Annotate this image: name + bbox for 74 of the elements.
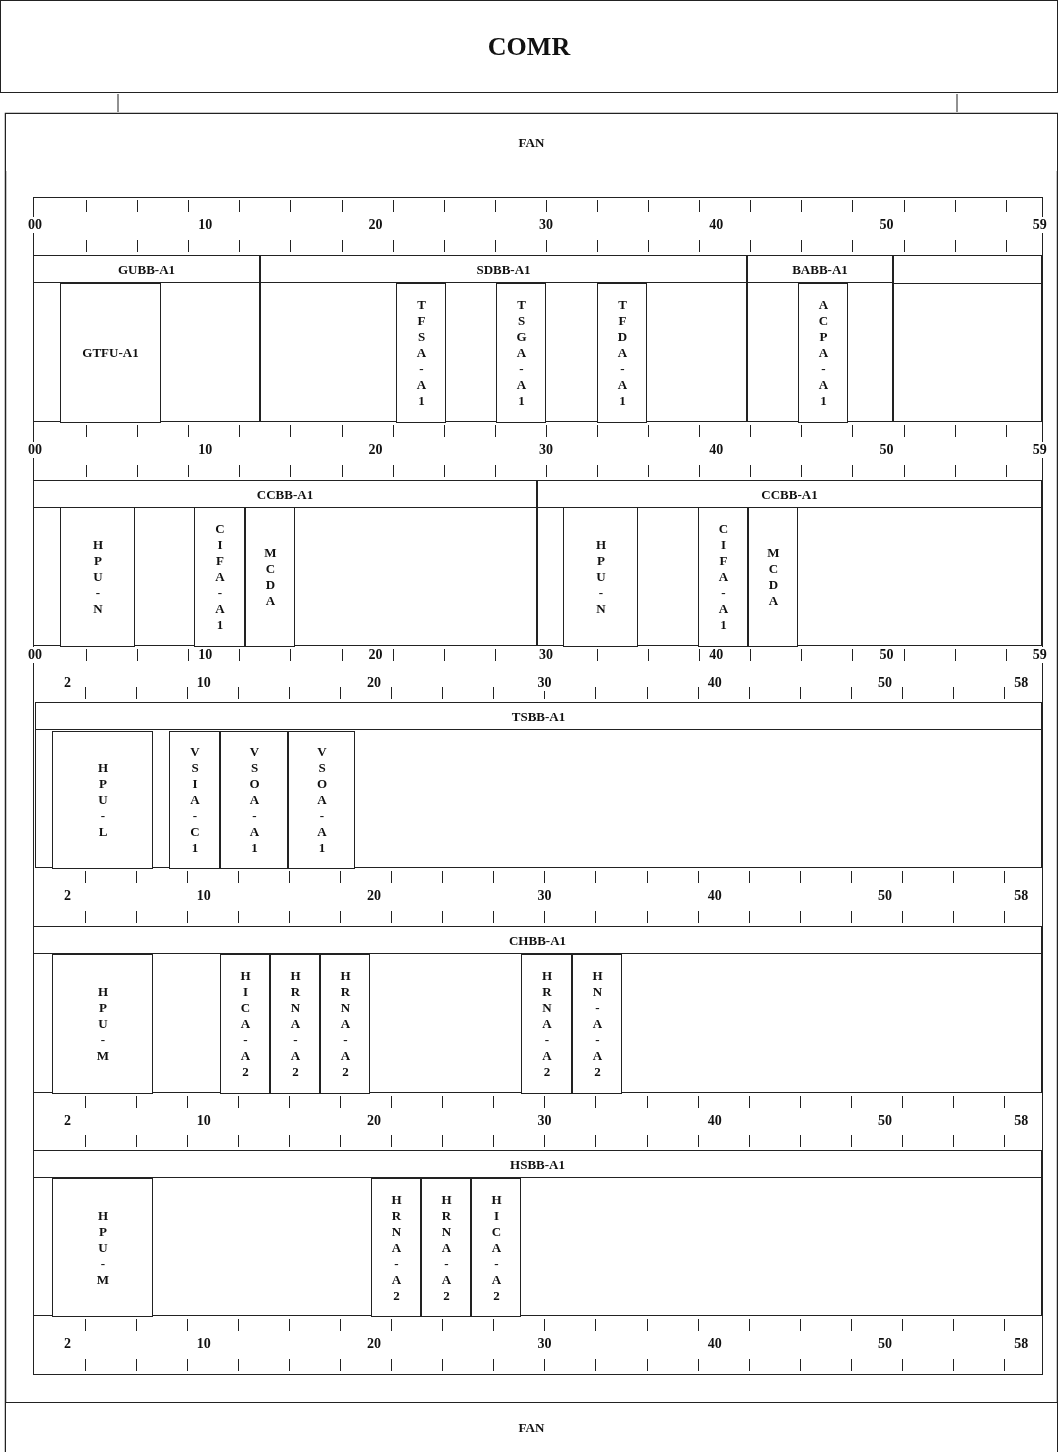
board-slot (496, 283, 546, 423)
board-label: HPU-M (94, 984, 111, 1064)
board-slot (52, 731, 153, 869)
board-slot (748, 507, 798, 647)
board-slot (288, 731, 355, 869)
board-label: HRNA-A2 (388, 1191, 404, 1304)
board-slot (421, 1178, 471, 1317)
empty-subrack (893, 255, 1042, 422)
slot-number: 59 (1030, 442, 1049, 458)
subrack (33, 1150, 1042, 1316)
board-slot (270, 954, 320, 1094)
board-label: HRNA-A2 (337, 968, 353, 1080)
board-label: TFSA-A1 (413, 297, 429, 409)
board-label: GTFU-A1 (82, 345, 139, 361)
board-label: TSGA-A1 (513, 297, 529, 409)
board-slot (471, 1178, 521, 1317)
board-slot (798, 283, 848, 423)
board-slot (597, 283, 647, 423)
board-slot (521, 954, 572, 1094)
board-slot (396, 283, 446, 423)
board-label: HICA-A2 (488, 1191, 504, 1304)
subrack (33, 255, 260, 422)
board-slot (220, 731, 288, 869)
board-label: CIFA-A1 (211, 521, 228, 633)
slot-number: 30 (535, 675, 554, 691)
board-label: HRNA-A2 (438, 1191, 454, 1304)
fan-label: FAN (518, 1419, 545, 1436)
subrack (35, 702, 1042, 868)
fan-band (5, 1402, 1058, 1452)
board-slot (52, 954, 153, 1094)
fan-band (5, 113, 1058, 171)
board-label: HPU-L (94, 760, 111, 840)
board-slot (169, 731, 220, 869)
subrack (260, 255, 747, 422)
board-slot (60, 283, 161, 423)
board-slot (698, 507, 748, 647)
slot-number: 59 (1030, 647, 1049, 663)
cabinet-title: COMR (487, 31, 571, 62)
subrack (33, 480, 537, 646)
slot-number: 30 (536, 647, 555, 663)
board-label: VSIA-C1 (186, 744, 203, 856)
cabinet-title-box (0, 0, 1058, 93)
board-slot (371, 1178, 421, 1317)
board-label: MCDA (765, 545, 781, 609)
board-label: HICA-A2 (237, 968, 253, 1080)
board-label: HPU-N (89, 537, 106, 617)
board-label: HN-A-A2 (589, 968, 605, 1080)
board-label: MCDA (262, 545, 278, 609)
slot-number: 59 (1030, 217, 1049, 233)
subrack (33, 926, 1042, 1093)
board-label: TFDA-A1 (614, 297, 630, 409)
subrack-label: TSBB-A1 (36, 703, 1041, 730)
subrack (747, 255, 893, 422)
slot-number: 00 (26, 217, 44, 233)
slot-number: 00 (26, 442, 44, 458)
subrack (537, 480, 1042, 646)
board-slot (52, 1178, 153, 1317)
board-slot (60, 507, 135, 647)
board-label: VSOA-A1 (246, 744, 262, 856)
board-label: CIFA-A1 (715, 521, 731, 633)
fan-label: FAN (518, 134, 545, 151)
board-slot (572, 954, 622, 1094)
slot-number: 00 (26, 647, 44, 663)
board-label: HPU-N (592, 537, 609, 617)
board-slot (245, 507, 295, 647)
board-label: HPU-M (94, 1207, 111, 1288)
board-label: HRNA-A2 (287, 968, 303, 1080)
board-label: ACPA-A1 (815, 297, 831, 409)
board-slot (220, 954, 270, 1094)
board-label: HRNA-A2 (538, 968, 555, 1080)
board-slot (563, 507, 638, 647)
board-slot (320, 954, 370, 1094)
board-label: VSOA-A1 (313, 744, 330, 856)
board-slot (194, 507, 245, 647)
